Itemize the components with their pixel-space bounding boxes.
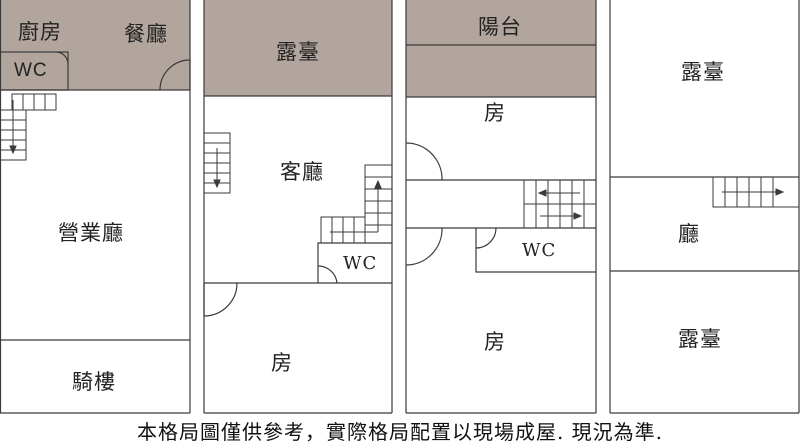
- floor-3-bottom-room-door: [405, 227, 443, 266]
- floor-2-terrace-shaded: [204, 0, 392, 96]
- floor-3-stairs: [523, 179, 597, 229]
- disclaimer-text: 本格局圖僅供參考，實際格局配置以現場成屋. 現況為準.: [136, 420, 664, 444]
- floor-3-wc-box: [475, 228, 596, 273]
- wc-door-arc: [55, 51, 69, 65]
- floor-1-door-arc: [159, 59, 191, 91]
- floor-1-plan: [0, 0, 191, 414]
- label-living-room: 客廳: [280, 160, 324, 184]
- label-dining: 餐廳: [124, 22, 168, 46]
- label-floor-2-wc: WC: [343, 253, 378, 274]
- floor-1-stairs: [0, 93, 57, 161]
- floor-3-top-room-door: [405, 142, 443, 181]
- label-kitchen: 廚房: [18, 20, 62, 44]
- floor-2-wc-door-arc: [317, 265, 338, 284]
- label-floor-3-room-bottom: 房: [484, 330, 506, 354]
- wc-shaded: [0, 51, 69, 91]
- label-business-hall: 營業廳: [58, 221, 124, 245]
- label-floor-2-terrace: 露臺: [276, 40, 320, 64]
- floor-3-wc-door-arc: [475, 227, 497, 249]
- label-floor-2-room: 房: [271, 351, 293, 375]
- label-floor-4-terrace-bottom: 露臺: [678, 327, 722, 351]
- floor-2-room-door-arc: [203, 282, 238, 317]
- floor-3-plan: [405, 0, 597, 414]
- floor-4-plan: [609, 0, 800, 414]
- floor-3-balcony-shaded: [406, 0, 596, 97]
- label-balcony: 陽台: [478, 15, 522, 39]
- floor-4-stairs: [712, 176, 800, 208]
- floor-2-stairs-right: [320, 164, 393, 244]
- label-floor-4-hall: 廳: [678, 222, 700, 246]
- label-floor-1-wc: WC: [14, 60, 48, 81]
- floor-2-plan: [203, 0, 393, 414]
- label-floor-3-wc: WC: [522, 240, 557, 261]
- label-arcade: 騎樓: [72, 370, 116, 394]
- label-floor-3-room-top: 房: [484, 101, 506, 125]
- floor-2-stairs-left: [203, 132, 231, 194]
- label-floor-4-terrace-top: 露臺: [681, 60, 725, 84]
